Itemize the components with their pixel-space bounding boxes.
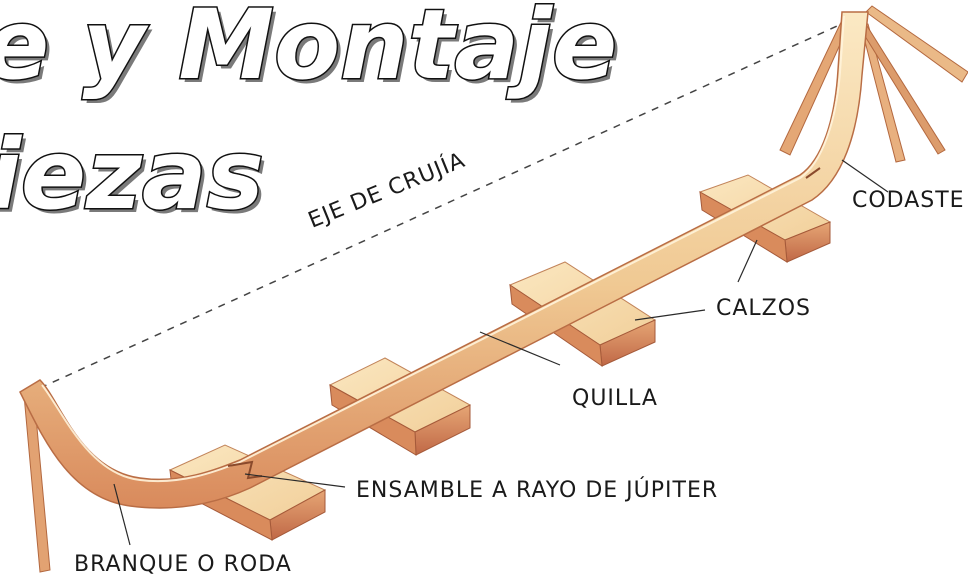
label-ensamble: ENSAMBLE A RAYO DE JÚPITER <box>356 477 718 503</box>
label-branque: BRANQUE O RODA <box>74 552 292 577</box>
label-quilla: QUILLA <box>572 386 658 411</box>
leader-branque <box>113 483 131 546</box>
title: e y Montaje e y Montaje iezas iezas <box>0 0 621 235</box>
keel-highlight <box>41 15 845 483</box>
keel-quilla <box>19 11 869 509</box>
title-line-1: e y Montaje <box>0 0 617 101</box>
scarf-joint <box>227 460 263 480</box>
title-line-2: iezas <box>0 119 264 231</box>
label-codaste: CODASTE <box>852 188 965 213</box>
label-eje-de-crujia: EJE DE CRUJÍA <box>305 147 469 234</box>
leader-ensamble <box>244 473 346 488</box>
leader-codaste <box>841 159 889 193</box>
leader-lines <box>113 159 889 546</box>
leader-quilla <box>479 331 561 366</box>
svg-text:iezas: iezas <box>0 123 268 235</box>
label-calzos: CALZOS <box>716 296 811 321</box>
leader-calzos-2 <box>634 309 706 321</box>
codaste-supports <box>779 5 968 163</box>
stern-joint <box>805 167 821 179</box>
svg-text:e y Montaje: e y Montaje <box>0 0 621 105</box>
leader-calzos-1 <box>737 239 758 283</box>
